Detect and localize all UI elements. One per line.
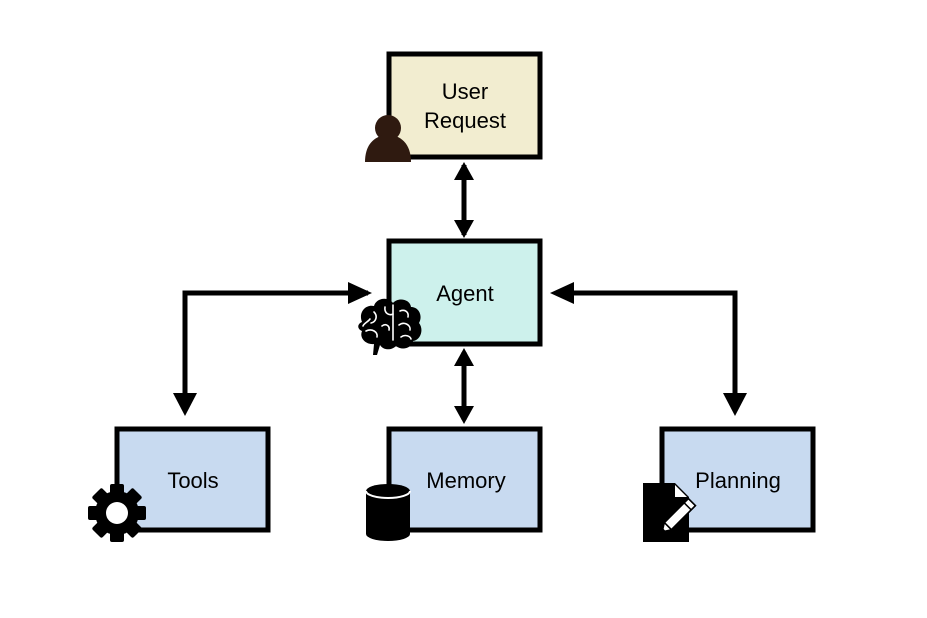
arrowhead-down-planning bbox=[723, 393, 747, 416]
memory-label: Memory bbox=[426, 468, 505, 493]
agent-label: Agent bbox=[436, 281, 494, 306]
tools-label: Tools bbox=[167, 468, 218, 493]
arrowhead-left-agent bbox=[550, 282, 574, 304]
arrowheads bbox=[173, 162, 747, 424]
gear-icon bbox=[88, 484, 146, 542]
user-request-box bbox=[386, 51, 543, 160]
node-memory: Memory bbox=[386, 426, 543, 533]
arrowhead-up-user bbox=[454, 162, 474, 180]
user-request-label-line1: User bbox=[442, 79, 488, 104]
database-icon bbox=[365, 484, 411, 541]
planning-box bbox=[659, 426, 816, 533]
person-icon bbox=[365, 115, 411, 162]
node-user-request: User Request bbox=[386, 51, 543, 160]
arrowhead-up-agent bbox=[454, 348, 474, 366]
node-planning: Planning bbox=[659, 426, 816, 533]
user-request-label-line2: Request bbox=[424, 108, 506, 133]
arrow-agent-planning bbox=[560, 290, 738, 410]
arrow-agent-tools bbox=[182, 290, 368, 410]
arrowhead-right-agent bbox=[348, 282, 372, 304]
arrowhead-down-tools bbox=[173, 393, 197, 416]
planning-label: Planning bbox=[695, 468, 781, 493]
document-pencil-icon bbox=[643, 483, 697, 542]
brain-icon bbox=[358, 298, 422, 355]
arrowhead-down-memory bbox=[454, 406, 474, 424]
arrowhead-down-agent bbox=[454, 220, 474, 238]
memory-box bbox=[386, 426, 543, 533]
